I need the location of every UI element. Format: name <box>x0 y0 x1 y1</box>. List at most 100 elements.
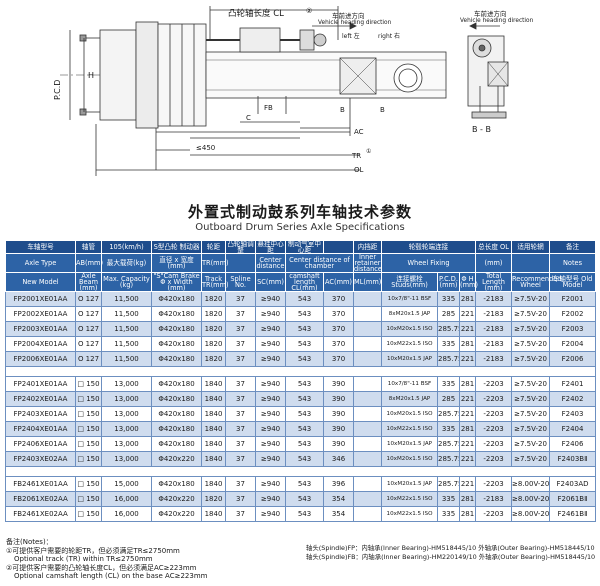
table-cell: 370 <box>323 321 354 337</box>
table-cell: 335 <box>437 291 460 307</box>
table-cell: 1840 <box>201 506 226 522</box>
table-cell: ≥940 <box>255 491 286 507</box>
table-cell: 13,000 <box>101 406 152 422</box>
table-cell: ≥940 <box>255 506 286 522</box>
table-cell: 346 <box>323 451 354 467</box>
table-cell: 543 <box>285 306 324 322</box>
header-cell: 连接螺栓 Studs(mm) <box>381 272 438 292</box>
header-cell: 直径 x 宽度(mm) <box>151 253 202 273</box>
table-cell: □ 150 <box>75 436 102 452</box>
table-cell: -2183 <box>475 321 513 337</box>
header-cell: 凸轮轴调整 <box>225 240 256 254</box>
table-cell: 221 <box>458 351 477 367</box>
table-cell: □ 150 <box>75 451 102 467</box>
note-line: ②可提供客户需要的凸轮轴长度CL，但必须满足AC≥223mm <box>6 563 197 572</box>
table-cell: ≥7.5V-20 <box>511 321 551 337</box>
le450-label: ≤450 <box>196 144 215 152</box>
table-cell <box>353 436 382 452</box>
table-cell: ≥940 <box>255 436 286 452</box>
header-cell: 轮毂轮端连接 <box>380 240 477 254</box>
h-label: H <box>88 71 94 80</box>
table-cell: F2404 <box>549 421 597 437</box>
header-cell: Notes <box>549 253 597 273</box>
b-right-label: B <box>380 106 385 114</box>
table-cell: FP2401XE01AA <box>5 376 76 392</box>
table-cell: 37 <box>225 291 256 307</box>
table-cell: Φ420x180 <box>151 421 202 437</box>
table-cell: 543 <box>285 436 324 452</box>
table-cell: 281 <box>458 506 477 522</box>
notes: 备注(Notes)： ①可提供客户需要的轮距TR，但必须满足TR≤2750mm … <box>6 538 207 581</box>
table-cell: ≥940 <box>255 336 286 352</box>
table-cell: 1820 <box>201 321 226 337</box>
table-cell: 15,000 <box>101 476 152 492</box>
table-cell: ≥7.5V-20 <box>511 391 551 407</box>
table-cell: 281 <box>458 376 477 392</box>
table-cell: 10xM20x1.5 JAP <box>381 476 438 492</box>
table-cell: 285.75 <box>437 351 460 367</box>
table-cell: F2403 <box>549 406 597 422</box>
table-cell: 10xM22x1.5 ISO <box>381 421 438 437</box>
table-cell: ≥7.5V-20 <box>511 436 551 452</box>
c-label: C <box>246 114 251 122</box>
table-cell <box>353 476 382 492</box>
header-cell: Inner retainer distance <box>353 253 382 273</box>
header-cell: SC(mm) <box>255 272 286 292</box>
table-cell: □ 150 <box>75 376 102 392</box>
header-cell: 总长度 OL <box>475 240 513 254</box>
header-row-3: New Model Axle Beam (mm) Max. Capacity (… <box>5 272 597 292</box>
table-cell: ≥940 <box>255 476 286 492</box>
header-cell: 轮距 <box>201 240 226 254</box>
header-cell: 轴管 <box>75 240 102 254</box>
table-cell: □ 150 <box>75 406 102 422</box>
table-cell: 11,500 <box>101 321 152 337</box>
table-cell: FP2006XE01AA <box>5 351 76 367</box>
table-cell: 10xM20x1.5 ISO <box>381 321 438 337</box>
table-cell: 543 <box>285 491 324 507</box>
table-cell: F2061BⅡ <box>549 491 597 507</box>
table-cell: FB2061XE02AA <box>5 491 76 507</box>
table-cell: 10x7/8"-11 BSF <box>381 291 438 307</box>
table-cell: 285.75 <box>437 406 460 422</box>
table-cell: FP2403XE01AA <box>5 406 76 422</box>
table-cell: F2403AD <box>549 476 597 492</box>
table-cell: 543 <box>285 421 324 437</box>
table-cell: FB2461XE01AA <box>5 476 76 492</box>
note-line: Optional track (TR) within TR≤2750mm <box>14 555 153 564</box>
bearing-line: 轴头(Spindle)FB：内轴承(Inner Bearing)-HM22014… <box>306 553 596 561</box>
table-cell: 10xM20x1.5 ISO <box>381 406 438 422</box>
table-cell: ≥7.5V-20 <box>511 406 551 422</box>
table-cell: 335 <box>437 376 460 392</box>
table-cell: 8xM20x1.5 JAP <box>381 306 438 322</box>
heading-cn-1: 车前进方向 <box>332 11 365 20</box>
table-cell: Φ420x220 <box>151 506 202 522</box>
table-cell: ≥940 <box>255 321 286 337</box>
table-cell <box>353 406 382 422</box>
table-cell: -2203 <box>475 406 513 422</box>
table-cell: -2183 <box>475 351 513 367</box>
table-cell: 37 <box>225 436 256 452</box>
note-line: ①可提供客户需要的轮距TR，但必须满足TR≤2750mm <box>6 546 180 555</box>
table-cell: 10xM22x1.5 ISO <box>381 336 438 352</box>
table-cell: F2403BⅡ <box>549 451 597 467</box>
right-label: right 右 <box>378 32 400 40</box>
table-cell: 221 <box>458 391 477 407</box>
header-cell <box>511 253 551 273</box>
table-cell: □ 150 <box>75 421 102 437</box>
header-cell: AC(mm) <box>323 272 354 292</box>
table-cell: O 127 <box>75 291 102 307</box>
table-cell: 221 <box>458 321 477 337</box>
table-cell: -2203 <box>475 476 513 492</box>
table-cell: -2183 <box>475 306 513 322</box>
table-cell: 285.75 <box>437 321 460 337</box>
table-cell <box>353 491 382 507</box>
table-cell: ≥7.5V-20 <box>511 376 551 392</box>
table-cell: Φ420x180 <box>151 336 202 352</box>
table-cell: ≥8.00V-20 <box>511 476 551 492</box>
cl-label: 凸轮轴长度 CL <box>228 8 284 19</box>
header-cell: "S"Cam Brake Φ x Width (mm) <box>151 272 202 292</box>
table-cell: Φ420x180 <box>151 321 202 337</box>
table-cell: Φ420x180 <box>151 406 202 422</box>
table-cell: F2401 <box>549 376 597 392</box>
